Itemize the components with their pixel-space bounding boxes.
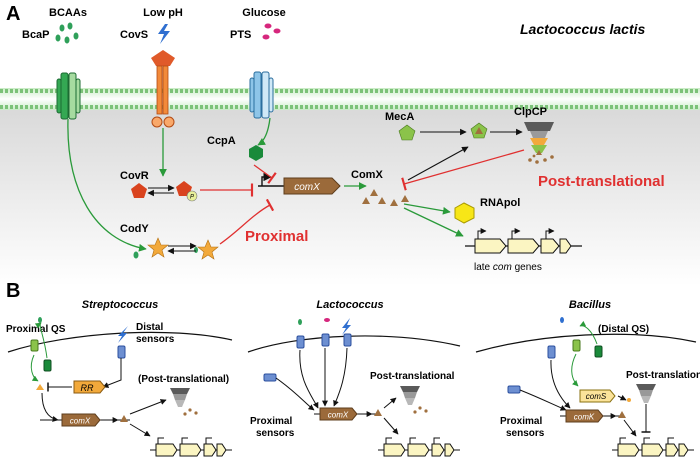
- bacillus-coms: [579, 389, 616, 403]
- lacto-proximal-2: sensors: [256, 428, 295, 439]
- cell-membrane: [0, 88, 700, 110]
- covs-sensor: [151, 50, 175, 128]
- comx-protein-label: ComX: [351, 169, 383, 181]
- cytoplasm-background: [0, 108, 700, 286]
- strep-distal-1: Distal: [136, 322, 163, 333]
- lacto-membrane: [247, 335, 461, 353]
- lacto-bolt-icon: [342, 318, 351, 335]
- bcaa-molecules: [55, 22, 79, 44]
- post-translational-label: Post-translational: [538, 173, 665, 190]
- bacillus-comk-gene: [565, 409, 604, 423]
- bacillus-proximal-2: sensors: [506, 428, 545, 439]
- bacillus-membrane: [475, 333, 697, 353]
- panel-a: A Lactococcus lactis BCAAs Low pH Glucos…: [0, 3, 700, 286]
- panel-b-letter: B: [6, 280, 20, 302]
- binding-arrows: [147, 128, 523, 255]
- lacto-comx-gene: [319, 407, 358, 421]
- bcap-transporter: [56, 72, 81, 120]
- strep-peptide: [38, 317, 42, 323]
- ccpa-hexagon: [249, 145, 263, 161]
- strep-clpcp: [170, 388, 190, 407]
- strep-comx-gene: [61, 413, 101, 427]
- low-ph-label: Low pH: [143, 7, 183, 19]
- strep-distal-2: sensors: [136, 334, 175, 345]
- rnapol-hexagon: [454, 202, 475, 224]
- inhibition-lines: [200, 149, 525, 245]
- covr-pentagon: [131, 183, 147, 198]
- cody-label: CodY: [120, 223, 149, 235]
- organism-title: Lactococcus lactis: [520, 21, 645, 37]
- covr-label: CovR: [120, 170, 149, 182]
- streptococcus-schematic: Streptococcus Proximal QS Distal sensors…: [6, 299, 233, 457]
- strep-rr: [73, 380, 106, 394]
- lacto-comx-label: comX: [328, 411, 349, 420]
- covr-phospho-pentagon: [176, 181, 192, 196]
- bacillus-distal-qs: (Distal QS): [598, 324, 649, 335]
- late-com-genes: [465, 228, 582, 254]
- bacillus-schematic: Bacillus (Distal QS) comS Post-translati…: [475, 299, 700, 457]
- comx-triangles: [362, 189, 409, 206]
- bacillus-post-translational: Post-translational: [626, 370, 700, 381]
- pts-transporter: [249, 71, 274, 119]
- meca-pentagon: [398, 124, 416, 141]
- bcaas-label: BCAAs: [49, 7, 87, 19]
- bacillus-coms-label: comS: [586, 392, 607, 401]
- pts-label: PTS: [230, 29, 251, 41]
- comx-gene-label: comX: [294, 182, 320, 193]
- meca-label: MecA: [385, 111, 414, 123]
- strep-rr-label: RR: [81, 383, 94, 393]
- cody-bcaa-star: [197, 239, 219, 260]
- lacto-post-translational: Post-translational: [370, 371, 455, 382]
- lactococcus-schematic: Lactococcus Proximal sensors comX Post-t…: [247, 299, 461, 457]
- lacto-title: Lactococcus: [316, 299, 383, 311]
- covs-label: CovS: [120, 29, 148, 41]
- glucose-label: Glucose: [242, 7, 285, 19]
- strep-sensor-kinase: [117, 345, 126, 359]
- phosphate-circle: [186, 190, 198, 202]
- bacillus-comk-label: comK: [574, 413, 595, 422]
- lacto-proximal-1: Proximal: [250, 416, 292, 427]
- bacillus-clpcp: [636, 384, 656, 403]
- low-ph-bolt-icon: [158, 24, 170, 44]
- lacto-clpcp: [400, 386, 420, 405]
- bcap-label: BcaP: [22, 29, 50, 41]
- late-com-genes-label: late com genes: [474, 262, 542, 273]
- bacillus-title: Bacillus: [569, 299, 611, 311]
- glucose-molecules: [262, 23, 281, 40]
- phosphate-label: P: [190, 195, 194, 201]
- proximal-label: Proximal: [245, 228, 308, 245]
- strep-post-translational: (Post-translational): [138, 374, 229, 385]
- degraded-comx: [528, 154, 554, 164]
- ccpa-label: CcpA: [207, 135, 236, 147]
- activation-arrows: [67, 117, 464, 252]
- meca-bound-comx: [475, 127, 483, 134]
- strep-transporter: [43, 359, 52, 372]
- bacillus-proximal-1: Proximal: [500, 416, 542, 427]
- rnapol-label: RNApol: [480, 197, 520, 209]
- strep-comx-label: comX: [70, 417, 91, 426]
- comx-gene: [283, 177, 341, 195]
- panel-a-letter: A: [6, 3, 20, 25]
- clpcp-protease: [524, 122, 554, 155]
- strep-comd-receptor: [30, 339, 39, 352]
- panel-b: B Streptococcus Proximal QS Distal senso…: [6, 280, 700, 457]
- cody-star: [147, 237, 169, 258]
- strep-bolt-icon: [118, 326, 128, 343]
- strep-title: Streptococcus: [82, 299, 158, 311]
- clpcp-label: ClpCP: [514, 106, 547, 118]
- strep-comd-star: [36, 384, 44, 390]
- strep-proximal-qs: Proximal QS: [6, 324, 66, 335]
